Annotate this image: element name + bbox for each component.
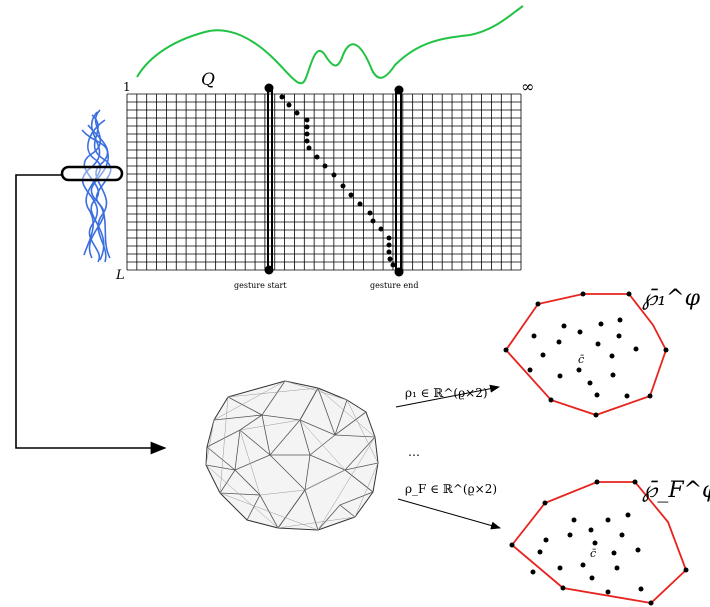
sensor-waves	[81, 109, 112, 263]
path-point	[390, 262, 396, 268]
projected-point	[509, 542, 515, 548]
convex-hull-F	[509, 479, 689, 606]
projected-point	[632, 479, 638, 485]
rho-1-label: ρ₁ ∈ ℝ^(ϱ×2)	[405, 386, 488, 400]
projected-point	[560, 585, 566, 591]
projected-point	[635, 547, 641, 553]
projected-point	[616, 333, 622, 339]
projected-point	[648, 600, 654, 606]
projected-point	[576, 367, 582, 373]
projected-point	[571, 517, 577, 523]
projected-point	[611, 550, 617, 556]
top-left-label: 1	[123, 80, 131, 94]
projected-point	[605, 517, 611, 523]
signal-curve	[136, 5, 524, 85]
projected-point	[647, 393, 653, 399]
path-point	[286, 102, 292, 108]
path-point	[378, 226, 384, 232]
projected-point	[542, 500, 548, 506]
projected-point	[557, 373, 563, 379]
projected-point	[625, 512, 631, 518]
path-point	[304, 117, 310, 123]
projected-point	[683, 567, 689, 573]
projected-point	[587, 380, 593, 386]
path-point	[367, 210, 373, 216]
path-point	[386, 235, 392, 241]
time-slice-selector[interactable]	[60, 165, 124, 182]
gesture-start-label: gesture start	[234, 281, 287, 290]
projected-point	[633, 346, 639, 352]
projected-point	[580, 291, 586, 297]
path-point	[331, 172, 337, 178]
polygon-1-label: ℘̄₁^φ	[642, 286, 701, 311]
grid-name-label: Q	[201, 70, 215, 90]
projected-point	[543, 537, 549, 543]
projected-point	[592, 540, 598, 546]
projected-point	[577, 329, 583, 335]
projected-point	[580, 562, 586, 568]
gesture-end-label: gesture end	[370, 281, 418, 290]
projected-point	[557, 565, 563, 571]
rho-F-label: ρ_F ∈ ℝ^(ϱ×2)	[405, 482, 497, 496]
projected-point	[588, 527, 594, 533]
path-point	[294, 110, 300, 116]
bottom-left-label: L	[115, 268, 125, 283]
projected-point	[619, 532, 625, 538]
projected-point	[548, 397, 554, 403]
path-point	[386, 242, 392, 248]
path-point	[348, 192, 354, 198]
connector-arrow	[15, 174, 167, 455]
projected-point	[594, 479, 600, 485]
projected-point	[503, 347, 509, 353]
projected-point	[589, 575, 595, 581]
projected-point	[561, 323, 567, 329]
path-point	[304, 138, 310, 144]
path-point	[387, 256, 393, 262]
ellipsis-label: …	[408, 445, 420, 459]
projected-point	[598, 321, 604, 327]
projected-point	[567, 532, 573, 538]
path-point	[279, 94, 285, 100]
path-point	[357, 201, 363, 207]
centroid-1-label: c̄	[578, 353, 585, 366]
projected-point	[593, 412, 599, 418]
projected-point	[531, 333, 537, 339]
projection-arrow-F	[397, 498, 501, 530]
projected-point	[663, 347, 669, 353]
alignment-grid	[126, 93, 522, 271]
projected-point	[609, 353, 615, 359]
path-point	[304, 131, 310, 137]
path-point	[304, 124, 310, 130]
path-point	[314, 154, 320, 160]
projected-point	[605, 589, 611, 595]
projected-point	[610, 372, 616, 378]
alignment-path	[279, 94, 396, 268]
projected-point	[617, 317, 623, 323]
projection-arrow-1	[395, 384, 500, 408]
projected-point	[535, 301, 541, 307]
projected-point	[626, 291, 632, 297]
projected-point	[537, 549, 543, 555]
path-point	[322, 163, 328, 169]
polygon-F-label: ℘̄_F^φ	[642, 478, 710, 503]
projected-point	[556, 339, 562, 345]
projected-point	[595, 341, 601, 347]
top-right-label: ∞	[521, 77, 534, 96]
path-point	[340, 183, 346, 189]
projected-point	[614, 565, 620, 571]
convex-hull-1	[503, 291, 669, 418]
projected-point	[540, 352, 546, 358]
projected-point	[530, 569, 536, 575]
wireframe-polyhedron	[205, 380, 379, 531]
gesture-start-marker	[264, 83, 274, 275]
gesture-end-marker	[394, 85, 404, 277]
projected-point	[527, 367, 533, 373]
projected-point	[624, 393, 630, 399]
projected-point	[594, 392, 600, 398]
projected-point	[638, 586, 644, 592]
centroid-F-label: c̄	[590, 547, 597, 560]
path-point	[306, 145, 312, 151]
path-point	[386, 249, 392, 255]
path-point	[370, 218, 376, 224]
